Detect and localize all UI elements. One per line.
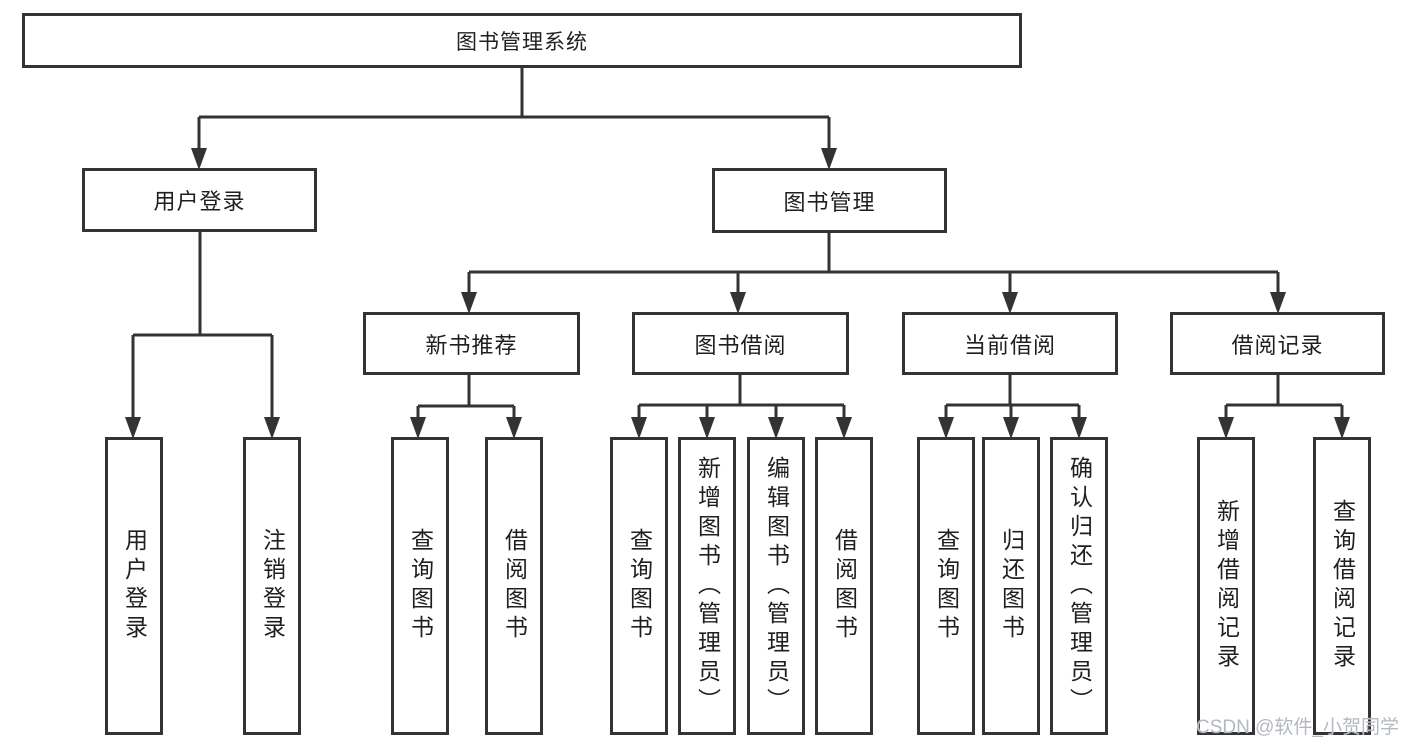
leaf-label: 借阅图书 — [501, 528, 528, 644]
leaf-query-books-recommend: 查询图书 — [391, 437, 449, 735]
edge-user-login-to-leaves — [125, 232, 280, 439]
edge-root-to-level2 — [191, 68, 837, 170]
leaf-borrow-books-recommend: 借阅图书 — [485, 437, 543, 735]
arrowhead — [191, 148, 207, 170]
arrowhead — [125, 417, 141, 439]
csdn-watermark: CSDN @软件_小贺同学 — [1196, 717, 1399, 738]
node-user-login: 用户登录 — [82, 168, 317, 232]
leaf-label: 注销登录 — [259, 528, 286, 644]
node-label: 当前借阅 — [963, 332, 1056, 358]
leaf-label: 查询图书 — [626, 528, 653, 644]
leaf-label: 新增图书（管理员） — [694, 455, 721, 717]
edge-new-book-recommendation-to-leaves — [410, 375, 522, 439]
leaf-label: 查询图书 — [407, 528, 434, 644]
leaf-label: 新增借阅记录 — [1213, 499, 1240, 673]
node-label: 图书管理系统 — [456, 30, 588, 54]
leaf-label: 用户登录 — [121, 528, 148, 644]
leaf-logout: 注销登录 — [243, 437, 301, 735]
leaf-label: 编辑图书（管理员） — [763, 455, 790, 717]
leaf-confirm-return-admin: 确认归还（管理员） — [1050, 437, 1108, 735]
arrowhead — [1003, 417, 1019, 439]
edge-book-borrowing-to-leaves — [631, 375, 852, 439]
arrowhead — [1002, 292, 1018, 314]
arrowhead — [768, 417, 784, 439]
arrowhead — [264, 417, 280, 439]
arrowhead — [506, 417, 522, 439]
node-label: 新书推荐 — [425, 332, 518, 358]
arrowhead — [699, 417, 715, 439]
arrowhead — [631, 417, 647, 439]
arrowhead — [836, 417, 852, 439]
leaf-add-borrow-record: 新增借阅记录 — [1197, 437, 1255, 735]
arrowhead — [461, 292, 477, 314]
arrowhead — [1270, 292, 1286, 314]
arrowhead — [1218, 417, 1234, 439]
node-book-borrowing: 图书借阅 — [632, 312, 849, 375]
edge-current-borrowing-to-leaves — [938, 375, 1087, 439]
arrowhead — [410, 417, 426, 439]
node-new-book-recommendation: 新书推荐 — [363, 312, 580, 375]
leaf-user-login: 用户登录 — [105, 437, 163, 735]
leaf-query-books-borrow: 查询图书 — [610, 437, 668, 735]
leaf-label: 确认归还（管理员） — [1066, 455, 1093, 717]
leaf-borrow-books: 借阅图书 — [815, 437, 873, 735]
node-label: 借阅记录 — [1231, 332, 1324, 358]
node-label: 用户登录 — [153, 189, 246, 214]
arrowhead — [1334, 417, 1350, 439]
leaf-add-books-admin: 新增图书（管理员） — [678, 437, 736, 735]
node-current-borrowing: 当前借阅 — [902, 312, 1118, 375]
node-library-management-system: 图书管理系统 — [22, 13, 1022, 68]
leaf-query-books-current: 查询图书 — [917, 437, 975, 735]
leaf-label: 查询借阅记录 — [1329, 499, 1356, 673]
leaf-label: 借阅图书 — [831, 528, 858, 644]
leaf-edit-books-admin: 编辑图书（管理员） — [747, 437, 805, 735]
leaf-return-books: 归还图书 — [982, 437, 1040, 735]
arrowhead — [1071, 417, 1087, 439]
arrowhead — [730, 292, 746, 314]
node-label: 图书管理 — [783, 189, 876, 215]
arrowhead — [938, 417, 954, 439]
edge-borrowing-records-to-leaves — [1218, 375, 1350, 439]
edge-book-management-to-level3 — [461, 233, 1286, 314]
leaf-query-borrow-record: 查询借阅记录 — [1313, 437, 1371, 735]
node-label: 图书借阅 — [694, 332, 787, 358]
node-book-management: 图书管理 — [712, 168, 947, 233]
node-borrowing-records: 借阅记录 — [1170, 312, 1385, 375]
leaf-label: 查询图书 — [933, 528, 960, 644]
leaf-label: 归还图书 — [998, 528, 1025, 644]
arrowhead — [821, 148, 837, 170]
